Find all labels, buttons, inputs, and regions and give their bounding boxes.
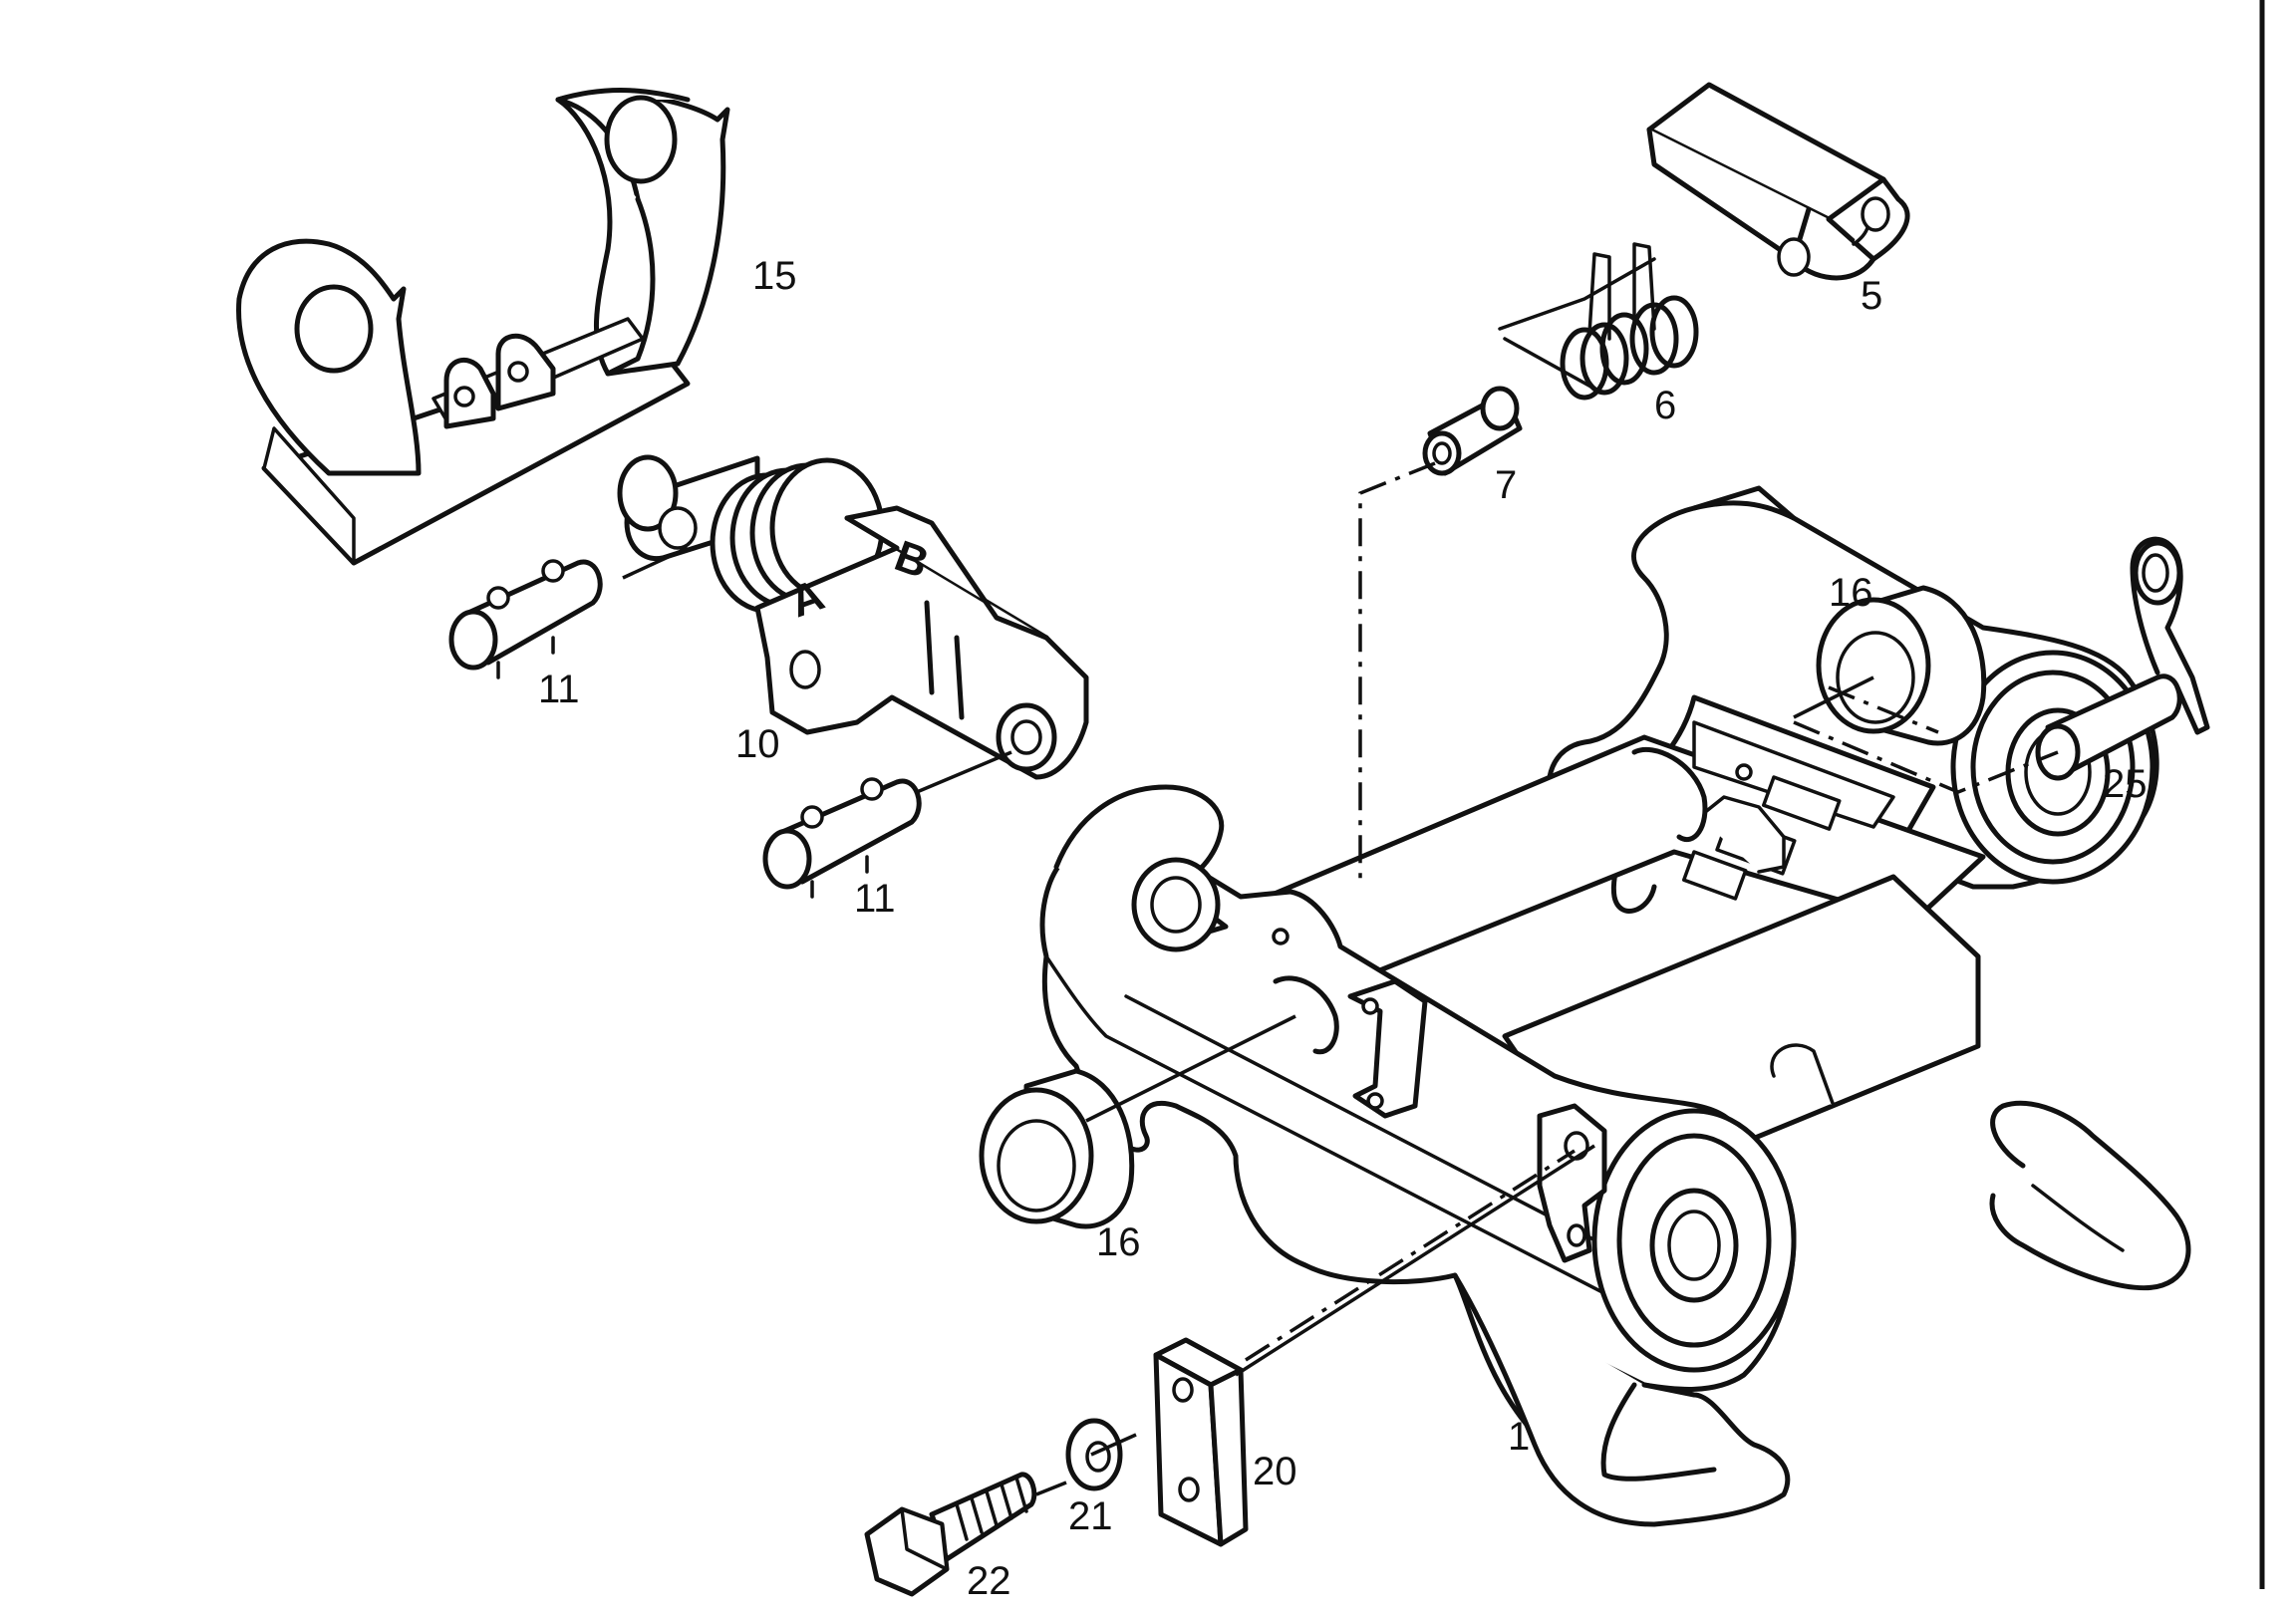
part-6-torsion-spring	[1498, 242, 1699, 401]
leader-lines	[622, 461, 2059, 1496]
callout-labels: 15 5 6 7 16 25 11 10 11 16 1 20 21 22	[538, 254, 2148, 1603]
callout-10: 10	[735, 722, 780, 766]
callout-11-lower: 11	[854, 877, 896, 921]
callout-16-right: 16	[1829, 571, 1873, 615]
callout-25: 25	[2103, 762, 2148, 806]
callout-21: 21	[1068, 1494, 1113, 1538]
callout-16-left: 16	[1096, 1220, 1141, 1264]
part-16-bushing-right	[1816, 585, 1987, 746]
part-7-sleeve	[1422, 386, 1523, 476]
part-10-hydraulic-cylinder	[617, 454, 1089, 780]
part-15-cradle-bracket	[236, 88, 730, 566]
callout-11-upper: 11	[538, 668, 580, 711]
part-22-hex-bolt	[864, 1472, 1037, 1597]
callout-6: 6	[1654, 384, 1676, 427]
part-16-bushing-left	[979, 1068, 1135, 1229]
callout-1: 1	[1508, 1415, 1530, 1459]
part-5-locking-lever	[1646, 82, 1910, 281]
callout-22: 22	[967, 1559, 1011, 1603]
callout-15: 15	[752, 254, 797, 298]
part-11-lock-pin-upper	[448, 559, 603, 679]
callout-7: 7	[1495, 463, 1517, 507]
callout-5: 5	[1861, 274, 1882, 318]
callout-20: 20	[1253, 1450, 1297, 1493]
part-20-retaining-plate	[1153, 1337, 1249, 1547]
part-25-pin-with-ring	[2035, 536, 2210, 781]
part-1-coupler-frame	[1039, 485, 2191, 1527]
part-11-lock-pin-lower	[762, 777, 922, 899]
